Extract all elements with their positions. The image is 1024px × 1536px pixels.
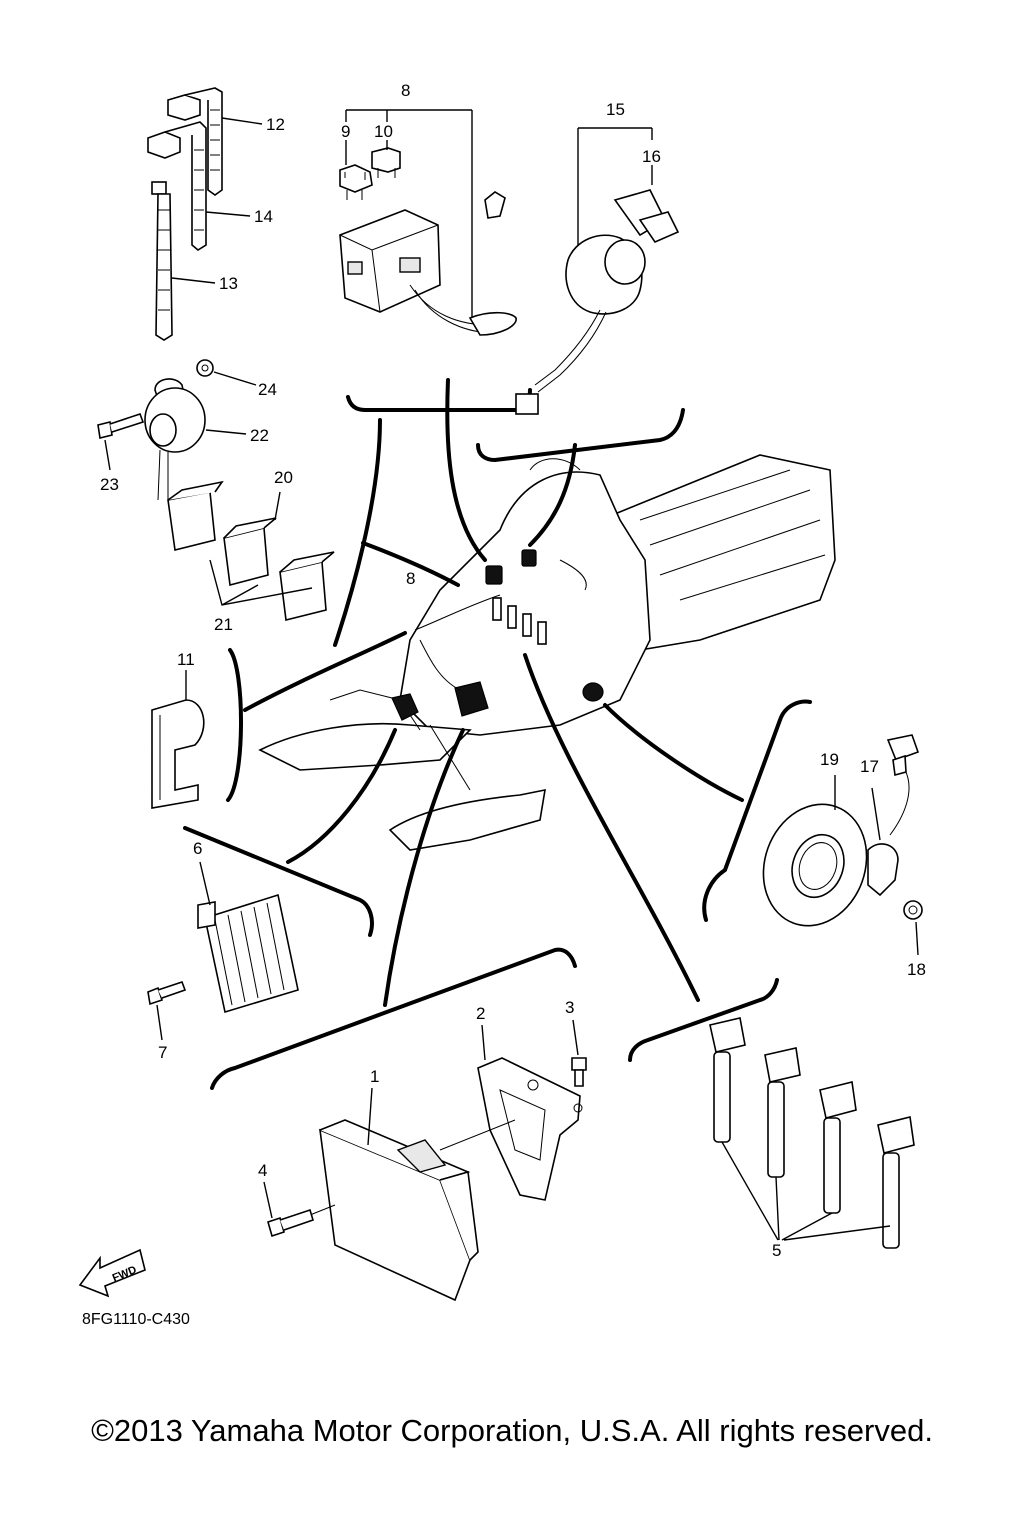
- fwd-arrow-icon: FWD: [78, 1248, 146, 1298]
- callout-8-mid: 8: [406, 569, 415, 588]
- callout-22: 22: [250, 426, 269, 445]
- copyright-notice: ©2013 Yamaha Motor Corporation, U.S.A. A…: [91, 1413, 933, 1448]
- ecu-group: [263, 1019, 587, 1302]
- callout-16: 16: [642, 147, 661, 166]
- main-switch-group: [484, 127, 680, 415]
- center-coil-group: [492, 597, 547, 645]
- callout-4: 4: [258, 1161, 267, 1180]
- callout-13: 13: [219, 274, 238, 293]
- callout-24: 24: [258, 380, 277, 399]
- callout-18: 18: [907, 960, 926, 979]
- ignition-coil-group: [709, 1017, 915, 1249]
- fuse-box-group: [339, 109, 517, 336]
- rectifier-group: [147, 861, 299, 1041]
- sensor-group: [97, 359, 257, 501]
- drawing-code: 8FG1110-C430: [82, 1311, 190, 1328]
- snowmobile-body: [258, 454, 836, 851]
- callout-2: 2: [476, 1004, 485, 1023]
- callout-3: 3: [565, 998, 574, 1017]
- callout-5: 5: [772, 1241, 781, 1260]
- callout-9: 9: [341, 122, 350, 141]
- callout-12: 12: [266, 115, 285, 134]
- bracket-group: [151, 670, 205, 809]
- cable-tie-group: [147, 87, 263, 341]
- pickup-rotor-group: [762, 734, 923, 956]
- leader-lines: [183, 378, 812, 1090]
- callout-15: 15: [606, 100, 625, 119]
- callout-8-top: 8: [401, 81, 410, 100]
- callout-19: 19: [820, 750, 839, 769]
- callout-14: 14: [254, 207, 273, 226]
- relay-group: [167, 480, 335, 621]
- callout-7: 7: [158, 1043, 167, 1062]
- callout-6: 6: [193, 839, 202, 858]
- callout-20: 20: [274, 468, 293, 487]
- callout-21: 21: [214, 615, 233, 634]
- callout-labels: 8 9 10 15 16 12 14 13 24 22 23 20 21 8 1…: [100, 81, 926, 1260]
- callout-10: 10: [374, 122, 393, 141]
- callout-17: 17: [860, 757, 879, 776]
- callout-1: 1: [370, 1067, 379, 1086]
- callout-23: 23: [100, 475, 119, 494]
- callout-11: 11: [177, 650, 195, 669]
